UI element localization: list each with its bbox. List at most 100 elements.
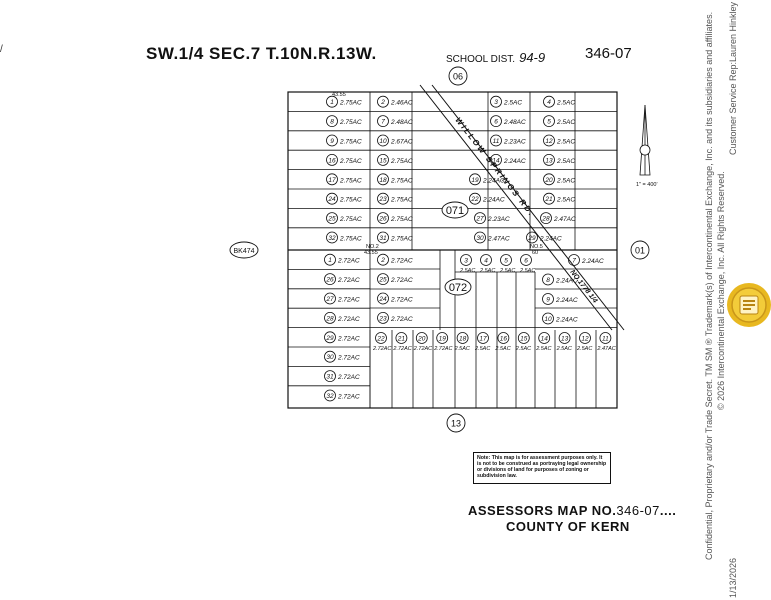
parcel-ll-26-number: 26	[325, 277, 334, 284]
parcel-ul-24-number: 24	[327, 196, 336, 203]
parcel-br-11-number: 11	[602, 336, 609, 343]
rep-label: Customer Service Rep:	[728, 61, 738, 155]
parcel-ul-32-number: 32	[328, 235, 336, 242]
parcel-ll-25-number: 25	[378, 277, 387, 284]
parcel-ll-29-number-circle	[324, 331, 336, 344]
parcel-br-15-number-circle	[517, 332, 530, 344]
parcel-ls-5-number: 5	[504, 258, 508, 265]
parcel-ur-29-acreage: 2.24AC	[539, 236, 562, 243]
parcel-ur-13-acreage: 2.5AC	[556, 158, 575, 165]
parcel-ll-25-number-circle	[377, 273, 389, 286]
parcel-ul-23-number-circle	[377, 192, 389, 205]
parcel-ur-6-number-circle	[490, 115, 502, 127]
parcel-br-17-acreage: 2.5AC	[474, 346, 490, 352]
parcel-ul-16-number: 16	[328, 157, 336, 164]
parcel-ul-23-number: 23	[378, 196, 387, 203]
parcel-ll-28-number: 28	[325, 315, 334, 322]
parcel-br-13-number-circle	[558, 332, 571, 344]
parcel-ll-26-acreage: 2.72AC	[337, 277, 360, 284]
parcel-ul-18-number-circle	[377, 173, 389, 186]
parcel-br-19-acreage: 2.72AC	[433, 346, 452, 352]
parcel-ll-32-number: 32	[326, 393, 334, 400]
parcel-ul-26-number: 26	[378, 216, 387, 223]
parcel-ul-7-acreage: 2.48AC	[390, 119, 413, 126]
parcel-ll-32-acreage: 2.72AC	[337, 394, 360, 401]
rep-name: Lauren Hinkley	[728, 1, 738, 62]
parcel-ll-31-number: 31	[326, 374, 334, 381]
parcel-ur-29-number-circle	[526, 231, 538, 244]
parcel-ll-29-acreage: 2.72AC	[337, 335, 360, 342]
parcel-ur-6-acreage: 2.48AC	[503, 119, 526, 126]
adjacent-map-right-circle	[630, 240, 650, 260]
parcel-ur-27-number: 27	[475, 216, 484, 223]
parcel-ll-31-number-circle	[324, 370, 336, 383]
parcel-ul-24-acreage: 2.75AC	[339, 197, 362, 204]
map-title: SW.1/4 SEC.7 T.10N.R.13W.	[146, 44, 377, 63]
parcel-ur-14-number-circle	[490, 153, 502, 166]
parcel-ur-12-number-circle	[543, 134, 555, 147]
survey-mark-top: 43.55	[332, 92, 346, 98]
parcel-ul-32-acreage: 2.75AC	[339, 236, 362, 243]
parcel-ur-14-number: 14	[492, 157, 500, 164]
adjacent-map-top: 06	[453, 72, 463, 82]
parcel-br-22-acreage: 2.72AC	[372, 346, 391, 352]
parcel-ul-2-number: 2	[380, 99, 385, 106]
parcel-ls-4-number-circle	[480, 254, 492, 266]
parcel-ll-2-number: 2	[380, 257, 385, 264]
parcel-ul-31-acreage: 2.75AC	[390, 236, 413, 243]
parcel-br-18-number: 18	[459, 336, 467, 343]
parcel-br-18-number-circle	[456, 332, 469, 344]
parcel-ur-28-number-circle	[540, 212, 552, 225]
parcel-ul-9-number-circle	[326, 134, 338, 147]
parcel-ur-28-number: 28	[541, 216, 550, 223]
parcel-lr-9-acreage: 2.24AC	[555, 297, 578, 304]
parcel-ls-4-number: 4	[484, 258, 488, 265]
parcel-ll-1-acreage: 2.72AC	[337, 258, 360, 265]
parcel-ls-6-number-circle	[520, 254, 532, 266]
parcel-ur-19-number: 19	[471, 177, 479, 184]
road-edge	[419, 84, 613, 331]
school-district-label: SCHOOL DIST.	[446, 54, 516, 65]
parcel-ur-21-acreage: 2.5AC	[556, 197, 575, 204]
parcel-br-20-number-circle	[415, 332, 428, 344]
parcel-ls-3-number: 3	[464, 258, 468, 265]
parcel-ur-11-number-circle	[490, 134, 502, 147]
parcel-ls-6-number: 6	[524, 258, 528, 265]
parcel-ul-7-number: 7	[381, 119, 385, 126]
parcel-lr-9-number: 9	[546, 297, 550, 304]
parcel-ur-11-number: 11	[493, 138, 500, 145]
parcel-ul-1-acreage: 2.75AC	[339, 100, 362, 107]
parcel-ur-3-acreage: 2.5AC	[503, 100, 522, 107]
parcel-ls-5-number-circle	[500, 254, 512, 266]
book-label: BK474	[233, 248, 254, 255]
parcel-ul-18-acreage: 2.75AC	[390, 177, 413, 184]
parcel-ul-10-number-circle	[377, 134, 389, 147]
parcel-ls-4-acreage: 2.5AC	[479, 268, 495, 274]
parcel-br-22-number-circle	[375, 332, 387, 344]
parcel-ul-10-acreage: 2.67AC	[390, 139, 413, 146]
survey-mark-mid-right: NO.5	[530, 244, 543, 250]
parcel-ul-1-number-circle	[326, 95, 338, 108]
parcel-ur-4-number-circle	[543, 95, 555, 108]
assessor-map-number: ASSESSORS MAP NO.346-07....	[468, 503, 677, 518]
parcel-ul-26-acreage: 2.75AC	[390, 216, 413, 223]
parcel-ur-20-number: 20	[544, 177, 553, 184]
survey-mark-mid-left: NO.2	[366, 244, 379, 250]
parcel-ul-16-acreage: 2.75AC	[339, 158, 362, 165]
parcel-br-14-acreage: 2.5AC	[535, 346, 551, 352]
adjacent-map-bottom-circle	[446, 413, 466, 433]
parcel-br-12-acreage: 2.5AC	[576, 346, 592, 352]
parcel-ul-25-number-circle	[326, 212, 338, 225]
parcel-ll-29-number: 29	[325, 335, 334, 342]
parcel-ur-12-acreage: 2.5AC	[556, 139, 575, 146]
assessment-note: Note: This map is for assessment purpose…	[473, 452, 611, 484]
adjacent-map-bottom: 13	[451, 419, 461, 429]
survey-mark-mid-right-2: 60	[532, 250, 538, 256]
parcel-ul-26-number-circle	[377, 212, 389, 225]
parcel-br-14-number: 14	[541, 336, 549, 343]
parcel-ur-20-acreage: 2.5AC	[556, 177, 575, 184]
parcel-ur-5-number: 5	[547, 119, 551, 126]
parcel-ul-31-number-circle	[377, 231, 389, 244]
parcel-br-17-number-circle	[477, 332, 489, 344]
